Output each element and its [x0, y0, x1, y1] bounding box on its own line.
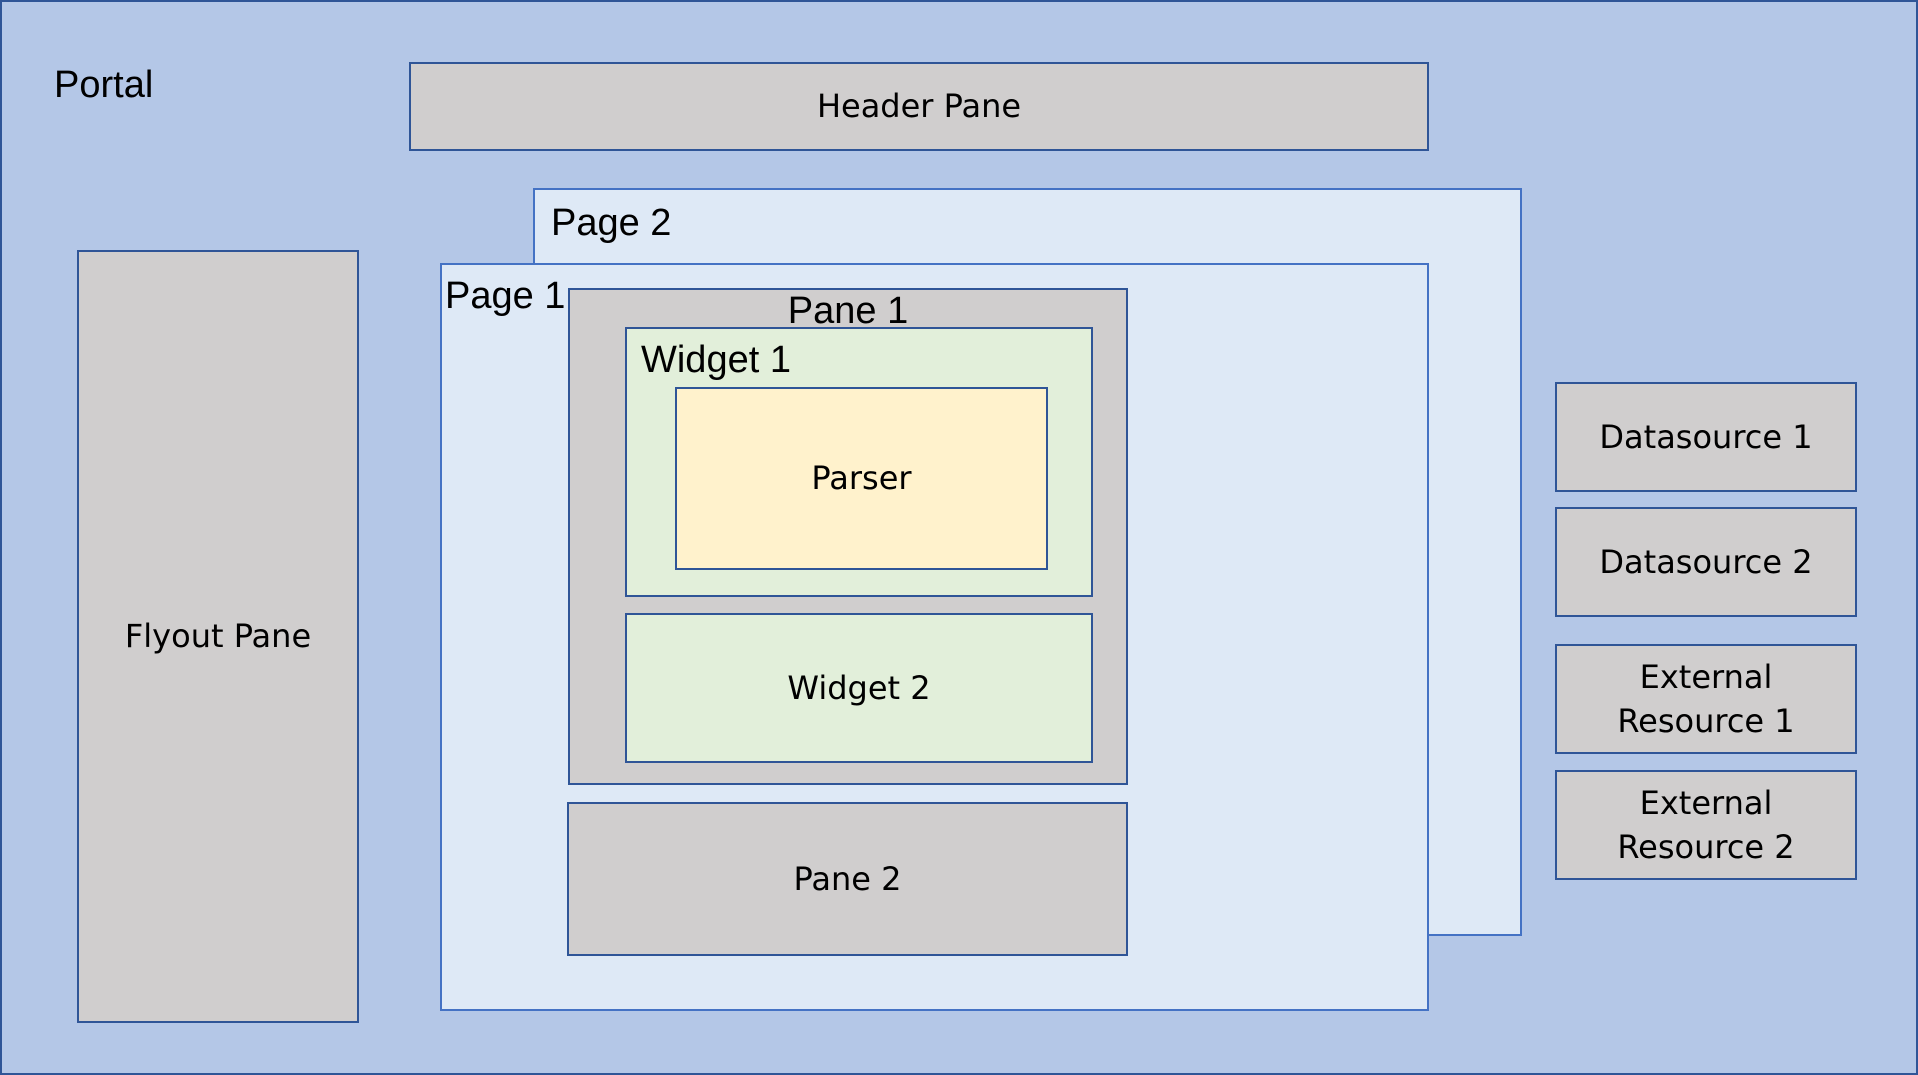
widget-1-label: Widget 1: [641, 339, 791, 381]
header-pane: Header Pane: [409, 62, 1429, 151]
page-1-label: Page 1: [445, 275, 566, 317]
pane-1-label: Pane 1: [787, 290, 909, 332]
parser: Parser: [675, 387, 1048, 570]
pane-2: Pane 2: [567, 802, 1128, 956]
datasource-2-label: Datasource 2: [1599, 542, 1813, 581]
external-resource-2-label: External Resource 2: [1617, 783, 1795, 866]
parser-label: Parser: [811, 459, 912, 498]
flyout-pane: Flyout Pane: [77, 250, 359, 1023]
datasource-1-label: Datasource 1: [1599, 417, 1813, 456]
pane-2-label: Pane 2: [793, 859, 902, 898]
datasource-1: Datasource 1: [1555, 382, 1857, 492]
header-pane-label: Header Pane: [816, 87, 1022, 126]
page-2-label: Page 2: [551, 202, 672, 244]
external-resource-2: External Resource 2: [1555, 770, 1857, 880]
widget-2: Widget 2: [625, 613, 1093, 763]
widget-2-label: Widget 2: [787, 668, 931, 707]
datasource-2: Datasource 2: [1555, 507, 1857, 617]
external-resource-1-label: External Resource 1: [1617, 657, 1795, 740]
external-resource-1: External Resource 1: [1555, 644, 1857, 754]
flyout-pane-label: Flyout Pane: [124, 617, 312, 656]
portal-label: Portal: [54, 64, 154, 106]
